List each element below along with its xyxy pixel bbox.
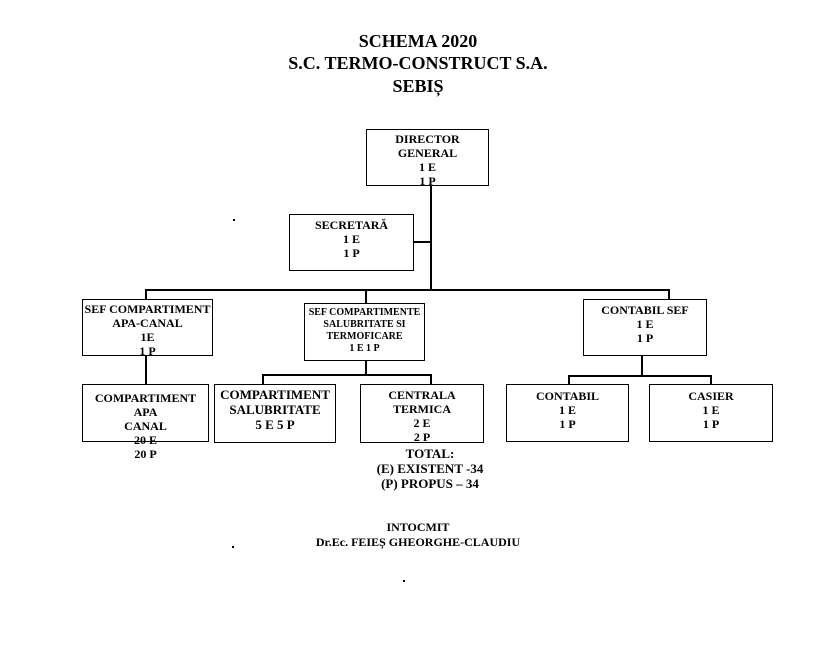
- box-director-line1: DIRECTOR: [395, 132, 460, 146]
- box-sef-apa-line2: APA-CANAL: [112, 316, 183, 330]
- box-sef-apa-line3: 1E: [140, 330, 155, 344]
- box-comp-apa-line1: COMPARTIMENT APA: [94, 391, 197, 419]
- box-centrala-termica: CENTRALA TERMICA 2 E 2 P: [360, 384, 484, 444]
- box-contabil-line2: 1 E: [558, 403, 576, 417]
- box-contabil-sef-line1: CONTABIL SEF: [601, 303, 689, 317]
- box-compartiment-apa-canal: COMPARTIMENT APA CANAL 20 E 20 P: [82, 384, 209, 461]
- connector-contabil: [568, 375, 570, 385]
- box-sef-salub-line3: TERMOFICARE: [326, 331, 403, 342]
- box-secretara-line2: 1 E: [342, 232, 360, 246]
- box-contabil-sef: CONTABIL SEF 1 E 1 P: [583, 299, 707, 356]
- box-sef-apa-line1: SEF COMPARTIMENT: [84, 302, 211, 316]
- box-comp-apa-line2: CANAL: [124, 419, 167, 433]
- scan-speck: [403, 580, 405, 582]
- box-comp-apa-line4: 20 P: [134, 447, 157, 461]
- box-secretara-line1: SECRETARĂ: [314, 218, 389, 232]
- box-comp-apa-line3: 20 E: [133, 433, 157, 447]
- box-secretara: SECRETARĂ 1 E 1 P: [289, 214, 414, 271]
- box-compartiment-salubritate: COMPARTIMENT SALUBRITATE 5 E 5 P: [214, 384, 336, 443]
- box-contabil-line3: 1 P: [559, 417, 576, 431]
- box-comp-salub-line3: 5 E 5 P: [255, 417, 295, 432]
- connector-comp-salub: [262, 374, 264, 385]
- signature-name: Dr.Ec. FEIEȘ GHEORGHE-CLAUDIU: [315, 535, 521, 549]
- chart-title: SCHEMA 2020: [358, 31, 478, 51]
- connector-sef-salub-down: [365, 361, 367, 374]
- connector-centrala: [430, 374, 432, 385]
- connector-director-down: [430, 185, 432, 290]
- connector-salub-bar: [262, 374, 432, 376]
- box-contabil-sef-line2: 1 E: [636, 317, 654, 331]
- connector-sef-apa-down: [145, 356, 147, 385]
- connector-contabil-sef: [668, 289, 670, 300]
- box-centrala-line1: CENTRALA TERMICA: [388, 388, 456, 416]
- box-centrala-line3: 2 P: [413, 430, 431, 444]
- box-casier-line1: CASIER: [688, 389, 734, 403]
- connector-sef-apa: [145, 289, 147, 300]
- connector-casier: [710, 375, 712, 385]
- connector-level2-bar: [145, 289, 670, 291]
- box-contabil-sef-line3: 1 P: [636, 331, 654, 345]
- box-contabil: CONTABIL 1 E 1 P: [506, 384, 629, 442]
- total-existent: (E) EXISTENT -34: [376, 461, 484, 476]
- box-director-general: DIRECTOR GENERAL 1 E 1 P: [366, 129, 489, 188]
- box-sef-apa-canal: SEF COMPARTIMENT APA-CANAL 1E 1 P: [82, 299, 213, 358]
- box-sef-salub-line2: SALUBRITATE SI: [323, 319, 406, 330]
- connector-contabil-sef-down: [641, 356, 643, 375]
- company-location: SEBIȘ: [392, 76, 444, 96]
- box-director-line4: 1 P: [419, 174, 436, 188]
- scan-speck: [232, 546, 234, 548]
- signature-label: INTOCMIT: [386, 520, 450, 534]
- connector-sef-salub: [365, 289, 367, 303]
- box-sef-salubritate: SEF COMPARTIMENTE SALUBRITATE SI TERMOFI…: [304, 303, 425, 361]
- total-label: TOTAL:: [405, 446, 455, 461]
- box-comp-salub-line2: SALUBRITATE: [229, 402, 321, 417]
- connector-secretara: [413, 241, 432, 243]
- box-director-line3: 1 E: [418, 160, 436, 174]
- box-director-line2: GENERAL: [397, 146, 458, 160]
- company-name: S.C. TERMO-CONSTRUCT S.A.: [288, 53, 548, 73]
- connector-contabil-bar: [568, 375, 712, 377]
- box-sef-salub-line1: SEF COMPARTIMENTE: [308, 307, 421, 318]
- total-propus: (P) PROPUS – 34: [381, 476, 479, 491]
- box-contabil-line1: CONTABIL: [535, 389, 600, 403]
- box-centrala-line2: 2 E: [413, 416, 431, 430]
- box-casier-line2: 1 E: [702, 403, 720, 417]
- scan-speck: [233, 219, 235, 221]
- box-casier-line3: 1 P: [702, 417, 720, 431]
- box-casier: CASIER 1 E 1 P: [649, 384, 773, 442]
- box-sef-salub-line4: 1 E 1 P: [349, 343, 380, 354]
- box-sef-apa-line4: 1 P: [139, 344, 156, 358]
- box-secretara-line3: 1 P: [343, 246, 360, 260]
- box-comp-salub-line1: COMPARTIMENT: [220, 387, 330, 402]
